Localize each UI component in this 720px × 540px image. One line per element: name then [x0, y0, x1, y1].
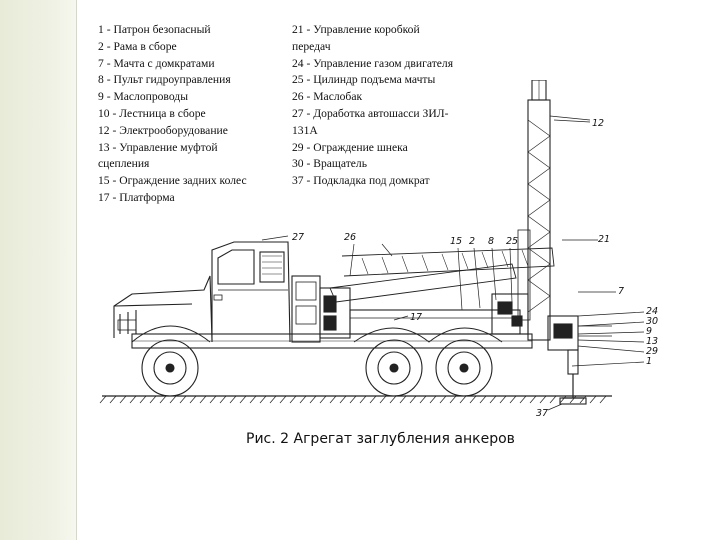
legend-item: 1 - Патрон безопасный: [98, 23, 211, 36]
legend-item: сцепления: [98, 157, 150, 171]
callout-9: 9: [646, 326, 652, 337]
legend-item: 17 - Платформа: [98, 190, 175, 204]
callout-29: 29: [646, 346, 658, 357]
side-band-edge: [76, 0, 77, 540]
legend-item: 26 - Маслобак: [292, 90, 363, 104]
legend-item: 15 - Ограждение задних колес: [98, 174, 247, 188]
legend-column-left: 1 - Патрон безопасный 2 - Рама в сборе 7…: [98, 22, 247, 207]
callout-27: 27: [292, 232, 304, 243]
legend-item: 37 - Подкладка под домкрат: [292, 174, 430, 188]
legend-item: 131А: [292, 123, 318, 137]
callout-21: 21: [598, 234, 610, 245]
callout-7: 7: [618, 286, 624, 297]
legend-item: 24 - Управление газом двигателя: [292, 56, 454, 70]
legend-item: 30 - Вращатель: [292, 157, 367, 171]
legend-item: 27 - Доработка автошасси ЗИЛ-: [292, 106, 449, 120]
truck-drilling-rig-drawing: 27 26 17 15 2 8 25 21 12 7 24 30 9 13 29…: [99, 80, 658, 419]
legend-item: 7 - Мачта с домкратами: [98, 56, 215, 70]
legend-item: 13 - Управление муфтой: [98, 140, 218, 154]
legend-item: 9 - Маслопроводы: [98, 90, 188, 104]
legend-item: передач: [292, 39, 331, 53]
decorative-side-band: [0, 0, 76, 540]
figure-caption: Рис. 2 Агрегат заглубления анкеров: [246, 431, 515, 447]
legend-item: 25 - Цилиндр подъема мачты: [292, 73, 436, 87]
legend-item: 29 - Ограждение шнека: [292, 140, 408, 154]
legend-item: 12 - Электрооборудование: [98, 123, 228, 137]
legend-item: 2 - Рама в сборе: [98, 39, 177, 53]
callout-12: 12: [592, 118, 604, 129]
callout-30: 30: [646, 316, 658, 327]
legend-column-right: 21 - Управление коробкой передач 24 - Уп…: [292, 22, 453, 190]
callout-8: 8: [488, 236, 494, 247]
legend-item: 10 - Лестница в сборе: [98, 106, 206, 120]
callout-25: 25: [506, 236, 518, 247]
callout-2: 2: [469, 236, 475, 247]
callout-37: 37: [536, 408, 548, 419]
callout-1: 1: [646, 356, 652, 367]
callout-24: 24: [646, 306, 658, 317]
callout-26: 26: [344, 232, 356, 243]
callout-13: 13: [646, 336, 658, 347]
callout-17: 17: [410, 312, 422, 323]
callout-15: 15: [450, 236, 462, 247]
legend-item: 8 - Пульт гидроуправления: [98, 73, 231, 87]
legend-item: 21 - Управление коробкой: [292, 23, 420, 36]
